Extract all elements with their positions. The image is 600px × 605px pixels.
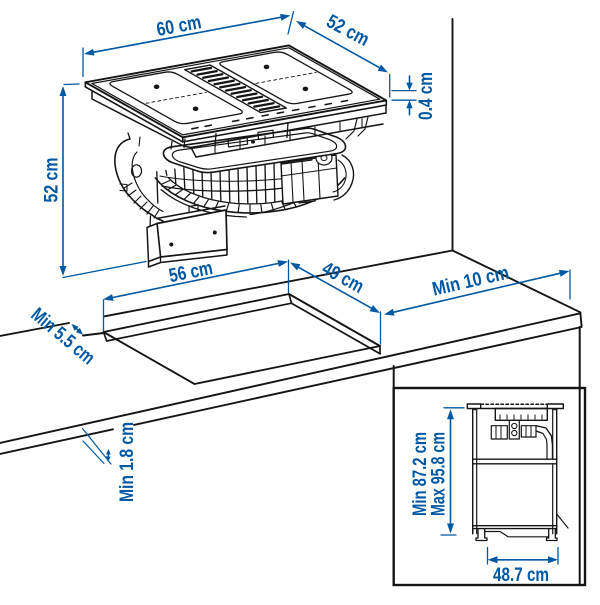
svg-text:Min 1.8 cm: Min 1.8 cm: [116, 422, 138, 502]
svg-text:52 cm: 52 cm: [41, 158, 63, 203]
svg-text:0.4 cm: 0.4 cm: [415, 72, 437, 120]
svg-text:Max 95.8 cm: Max 95.8 cm: [428, 432, 450, 516]
svg-text:Min 87.2 cm: Min 87.2 cm: [409, 432, 431, 516]
svg-text:48.7 cm: 48.7 cm: [493, 564, 549, 586]
